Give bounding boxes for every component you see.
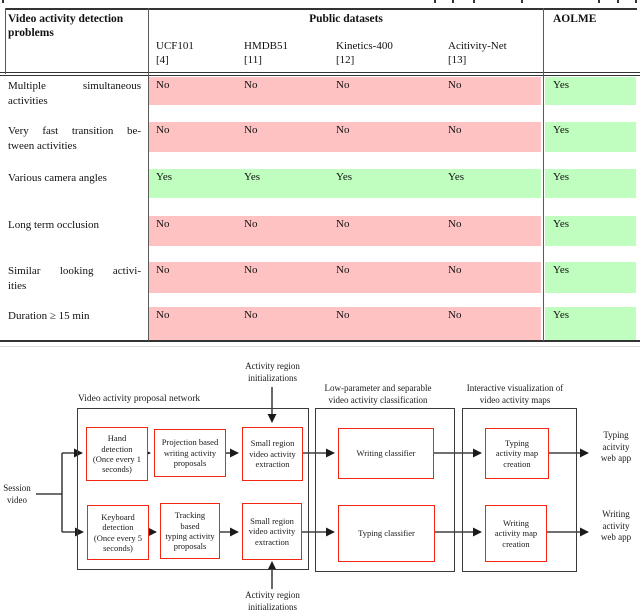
aolme-band	[545, 122, 636, 152]
aolme-band	[545, 169, 636, 198]
cell-value-aolme: Yes	[553, 309, 570, 321]
public-band	[149, 262, 541, 293]
row-label: Similar looking activi- ities	[8, 265, 141, 292]
public-band	[149, 216, 541, 246]
box-writing-map-creation: Writing activity map creation	[485, 505, 547, 562]
row-label: Very fast transition be- tween activitie…	[8, 125, 141, 152]
table-left-border	[5, 8, 6, 74]
label-proposal-network: Video activity proposal network	[78, 394, 201, 404]
cell-value: No	[336, 218, 350, 230]
public-band	[149, 77, 541, 105]
cell-value: No	[156, 264, 170, 276]
row-label: Long term occlusion	[8, 219, 100, 231]
label-activity-region-init-bottom: Activity region initializations	[245, 590, 300, 612]
cell-value: No	[156, 124, 170, 136]
label-visualization: Interactive visualization of video activ…	[466, 383, 564, 405]
cell-value-aolme: Yes	[553, 124, 570, 136]
box-typing-map-creation: Typing activity map creation	[485, 428, 549, 479]
cell-value: Yes	[244, 171, 261, 183]
label-typing-web-app: Typing acitvity web app	[600, 430, 632, 464]
aolme-band	[545, 216, 636, 246]
table-bottom-ghost-rule	[0, 346, 640, 347]
col-divider-aolme	[543, 8, 544, 341]
dataset-header-activitynet: Acitivity-Net [13]	[448, 40, 507, 66]
arrows	[36, 387, 589, 589]
dataset-header-kinetics400: Kinetics-400 [12]	[336, 40, 393, 66]
box-typing-classifier: Typing classifier	[338, 505, 435, 562]
table-header-aolme: AOLME	[553, 13, 597, 25]
aolme-band	[545, 307, 636, 340]
header-double-rule-a	[0, 71, 640, 73]
cell-value: No	[244, 79, 258, 91]
public-band	[149, 307, 541, 340]
col-divider-left	[148, 8, 149, 341]
cell-value: No	[156, 218, 170, 230]
cell-value: No	[448, 124, 462, 136]
box-writing-classifier: Writing classifier	[338, 428, 434, 479]
public-band	[149, 122, 541, 152]
stage-box-classification	[315, 408, 455, 572]
cell-value: No	[244, 264, 258, 276]
cell-value-aolme: Yes	[553, 79, 570, 91]
aolme-band	[545, 77, 636, 105]
row-label: Duration ≥ 15 min	[8, 310, 90, 322]
table-header-problems: Video activity detection problems	[8, 13, 124, 40]
stage-box-proposal-network	[77, 408, 309, 570]
dataset-header-ucf101: UCF101 [4]	[156, 40, 194, 66]
cell-value: No	[156, 309, 170, 321]
cell-value: No	[244, 124, 258, 136]
cell-value: Yes	[336, 171, 353, 183]
cell-value: No	[448, 309, 462, 321]
cell-value: No	[448, 218, 462, 230]
header-double-rule-b	[0, 74, 640, 76]
pipeline-diagram: Video activity proposal network Low-para…	[0, 337, 640, 612]
cell-value-aolme: Yes	[553, 264, 570, 276]
cell-value: No	[244, 309, 258, 321]
box-projection-proposals: Projection based writing activity propos…	[154, 429, 226, 477]
aolme-band	[545, 262, 636, 293]
label-writing-web-app: Writing activity web app	[600, 509, 632, 543]
box-keyboard-detection: Keyboard detection (Once every 5 seconds…	[87, 505, 149, 560]
row-label: Multiple simultaneous activities	[8, 80, 141, 107]
table-bottom-rule	[0, 339, 640, 342]
cell-value: No	[336, 79, 350, 91]
cell-value: No	[336, 309, 350, 321]
cell-value: No	[336, 124, 350, 136]
label-session-video: Session video	[3, 483, 31, 505]
label-activity-region-init-top: Activity region initializations	[245, 361, 300, 383]
cell-value-aolme: Yes	[553, 218, 570, 230]
label-classification: Low-parameter and separable video activi…	[324, 383, 432, 405]
box-tracking-proposals: Tracking based typing activity proposals	[160, 503, 220, 559]
table-top-rule	[5, 8, 637, 10]
dataset-header-hmdb51: HMDB51 [11]	[244, 40, 289, 66]
cell-value-aolme: Yes	[553, 171, 570, 183]
cell-value: No	[244, 218, 258, 230]
flow-arrows	[36, 387, 589, 589]
cropped-caption-sliver	[0, 0, 640, 4]
cell-value: No	[336, 264, 350, 276]
box-hand-detection: Hand detection (Once every 1 seconds)	[86, 427, 148, 481]
stage-box-visualization	[462, 408, 577, 572]
box-small-region-extraction-top: Small region video activity extraction	[242, 427, 303, 481]
cell-value: Yes	[448, 171, 465, 183]
cell-value: Yes	[156, 171, 173, 183]
table-header-public-datasets: Public datasets	[309, 13, 383, 25]
cell-value: No	[448, 264, 462, 276]
row-label: Various camera angles	[8, 172, 107, 184]
cell-value: No	[448, 79, 462, 91]
cell-value: No	[156, 79, 170, 91]
public-band	[149, 169, 541, 198]
box-small-region-extraction-bottom: Small region video activity extraction	[242, 503, 302, 560]
